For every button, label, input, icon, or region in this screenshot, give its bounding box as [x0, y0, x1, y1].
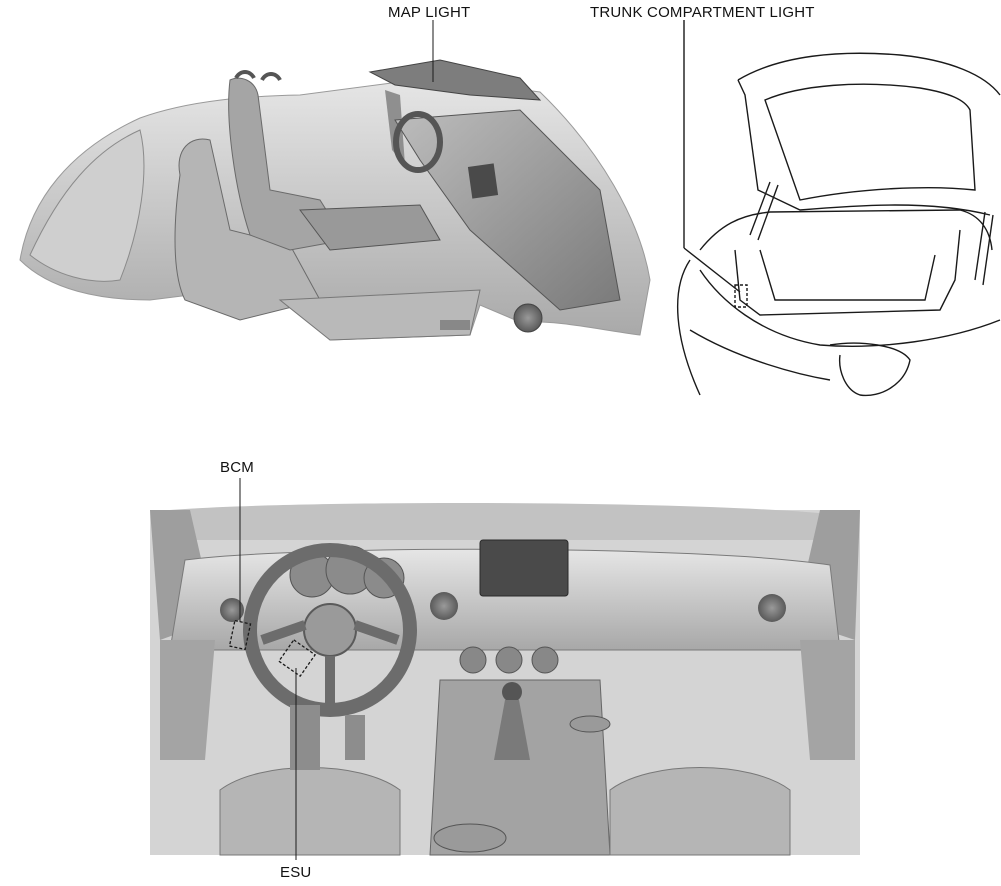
- map-light-label: MAP LIGHT: [388, 4, 471, 21]
- trunk-compartment-light-label: TRUNK COMPARTMENT LIGHT: [590, 4, 815, 21]
- dashboard-view: [150, 478, 860, 860]
- trunk-view: [677, 20, 1001, 397]
- bcm-label: BCM: [220, 459, 254, 476]
- convertible-cabin-view: [19, 20, 651, 341]
- esu-label: ESU: [280, 864, 312, 881]
